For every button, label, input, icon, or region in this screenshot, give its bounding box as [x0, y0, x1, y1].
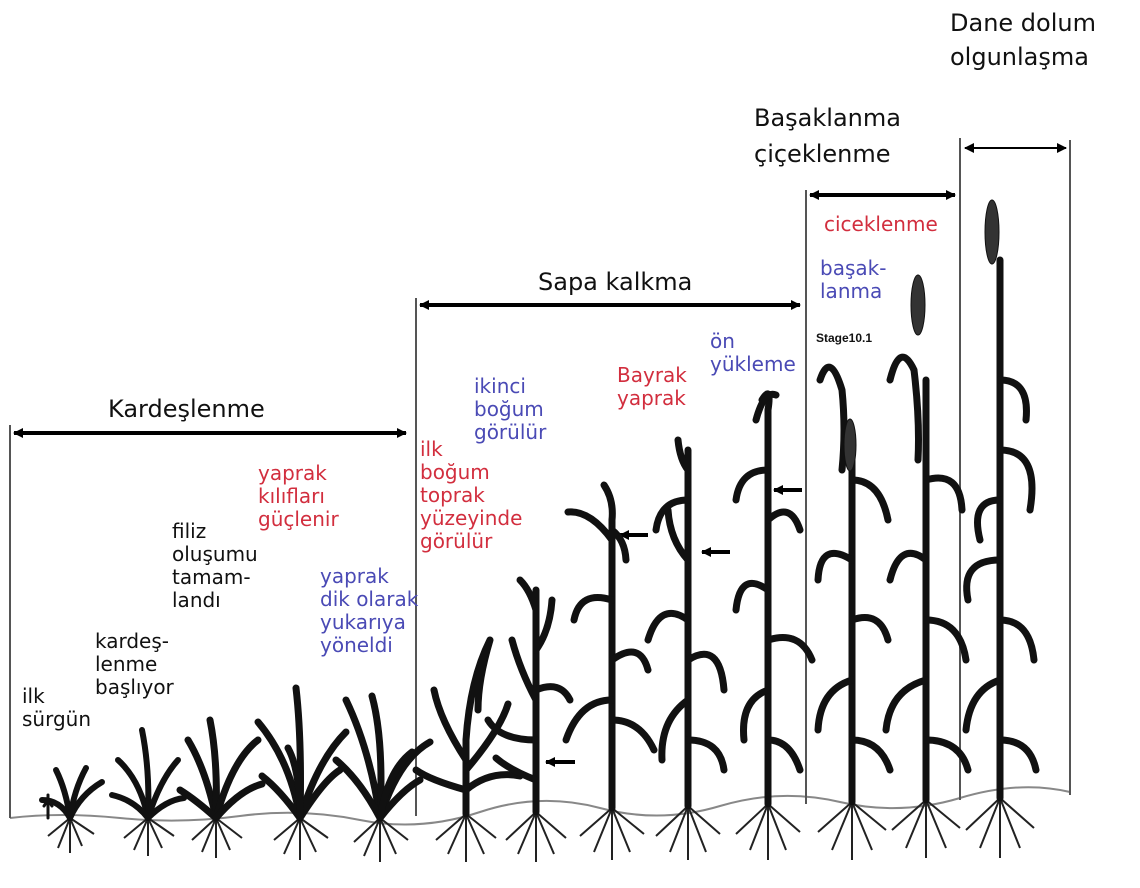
root-system [966, 798, 1034, 858]
label-tillering-begins: kardeş- lenme başlıyor [95, 630, 174, 699]
label-flag-leaf: Bayrak yaprak [617, 364, 687, 410]
wheat-ear [911, 275, 925, 335]
label-leaf-sheaths-strengthen: yaprak kılıfları güçlenir [258, 462, 339, 531]
label-pre-booting: ön yükleme [710, 330, 796, 376]
plant-stage-14 [966, 260, 1036, 798]
plant-stage-4 [180, 720, 262, 818]
root-system [506, 812, 566, 862]
plant-stage-3 [112, 730, 184, 818]
stage-label-tillering: Kardeşlenme [108, 394, 265, 424]
stage-boundary-lines [10, 138, 1070, 818]
plant-stage-10 [648, 440, 724, 806]
stage-label-heading-flowering: Başaklanma çiçeklenme [754, 100, 901, 172]
wheat-ear [844, 419, 856, 471]
plant-stage-5 [258, 688, 346, 818]
plant-stage-2 [42, 768, 102, 818]
root-system [580, 808, 644, 860]
root-system [274, 818, 328, 860]
root-system [124, 818, 174, 856]
root-system [656, 806, 720, 860]
label-heading: başak- lanma [820, 257, 886, 303]
label-leaves-upright: yaprak dik olarak yukarıya yöneldi [320, 565, 418, 657]
root-system [818, 802, 886, 860]
root-system [736, 804, 800, 860]
stage-label-stem-elongation: Sapa kalkma [538, 267, 692, 297]
label-first-shoot: ilk sürgün [22, 685, 91, 731]
plant-stage-13 [886, 357, 968, 800]
label-second-node-visible: ikinci boğum görülür [474, 375, 546, 444]
wheat-ear [985, 200, 999, 264]
label-first-node-visible: ilk boğum toprak yüzeyinde görülür [420, 438, 522, 553]
label-stage-code: Stage10.1 [816, 331, 872, 345]
root-system [48, 818, 94, 853]
plant-stage-7 [416, 640, 520, 814]
stage-label-grain-filling: Dane dolum olgunlaşma [950, 6, 1096, 74]
root-system [192, 818, 242, 858]
label-flowering: ciceklenme [824, 213, 938, 236]
label-shoot-formation-complete: filiz oluşumu tamam- landı [172, 520, 258, 612]
plant-stage-11 [736, 394, 812, 804]
